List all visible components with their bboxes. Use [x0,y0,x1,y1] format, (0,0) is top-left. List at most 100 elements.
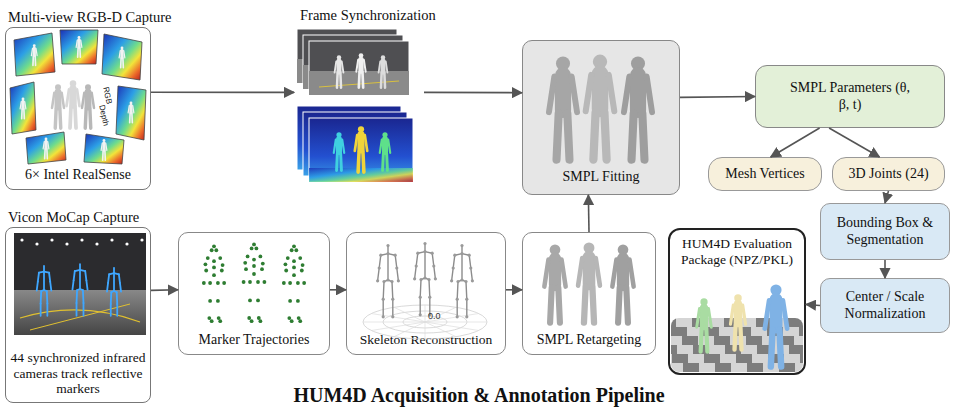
illustration-rect [683,363,699,372]
illustration-circle [386,278,389,281]
illustration-circle [423,250,426,253]
illustration-line [46,291,48,303]
illustration-rect [783,327,799,336]
illustration-line [33,48,36,55]
illustration-circle [456,298,459,301]
illustration-line [356,151,361,172]
illustration-polygon [10,82,36,134]
illustration-circle [294,248,298,252]
illustration-line [75,270,80,271]
illustration-line [83,303,85,316]
illustration-circle [434,277,437,280]
illustration-g [355,126,367,172]
illustration-circle [248,299,252,303]
illustration-line [342,140,344,153]
illustration-line [77,48,79,57]
illustration-line [425,305,426,339]
illustration-circle [469,266,472,269]
illustration-line [336,73,339,88]
illustration-line [783,300,787,328]
illustration-g [37,266,52,316]
flow-arrow [885,191,889,203]
illustration-circle [379,254,382,257]
illustration-line [102,143,105,150]
illustration-line [380,73,383,88]
illustration-line [67,90,70,107]
illustration-circle [244,267,248,271]
node-label: SMPL Fitting [563,169,640,185]
illustration-circle [468,254,471,257]
illustration-line [371,314,478,331]
illustration-rect [735,327,751,336]
node-label: 3D Joints (24) [848,166,928,182]
illustration-circle [382,280,385,283]
illustration-circle [110,238,113,241]
illustration-circle [78,36,81,39]
illustration-g [379,55,388,87]
illustration-line [40,291,42,303]
illustration-line [342,61,344,72]
illustration-circle [378,266,381,269]
illustration-circle [464,280,467,283]
illustration-line [80,270,85,271]
illustration-circle [252,272,256,276]
illustration-g [20,98,26,119]
illustration-circle [33,44,36,47]
illustration-g [549,57,577,160]
illustration-line [609,75,615,111]
flow-arrow [424,92,522,94]
illustration-rect [719,327,735,336]
illustration-circle [298,256,302,260]
illustration-g [14,233,146,335]
illustration-circle [700,298,707,305]
illustration-g [82,84,94,128]
illustration-line [92,93,94,108]
illustration-circle [221,263,225,267]
node-label: SMPL Retargeting [537,332,642,348]
illustration-line [434,266,436,279]
illustration-circle [631,57,645,71]
illustration-circle [423,242,426,245]
illustration-circle [252,258,256,262]
illustration-line [465,282,467,300]
illustration-line [388,140,390,153]
flow-arrow [151,91,294,93]
illustration-line [779,330,781,367]
illustration-line [612,260,616,287]
flow-arrow [806,304,820,305]
illustration-rect [752,354,768,363]
illustration-circle [465,315,468,318]
illustration-line [79,270,81,289]
illustration-line [76,290,78,303]
illustration-line [129,113,131,122]
illustration-line [458,280,462,282]
illustration-line [50,282,51,291]
illustration-g [380,132,390,170]
illustration-line [335,153,339,170]
illustration-circle [471,279,474,282]
illustration-circle [247,316,251,320]
illustration-circle [431,252,434,255]
illustration-line [44,149,46,158]
illustration-rect [773,345,789,354]
node-heading: Vicon MoCap Capture [8,209,139,226]
illustration-rect [746,336,762,345]
illustration-rect [778,336,794,345]
illustration-line [381,153,385,170]
illustration-circle [50,238,53,241]
illustration-line [39,272,44,273]
illustration-line [425,278,429,280]
illustration-line [432,253,434,266]
illustration-line [23,109,25,118]
illustration-rect [676,318,692,327]
illustration-line [364,60,366,72]
illustration-line [81,40,82,47]
illustration-line [49,273,50,282]
illustration-circle [255,247,259,251]
illustration-rect [14,233,146,335]
illustration-line [75,107,76,129]
illustration-line [339,153,343,170]
illustration-line [55,92,62,107]
illustration-circle [212,244,216,248]
illustration-path [20,310,140,322]
